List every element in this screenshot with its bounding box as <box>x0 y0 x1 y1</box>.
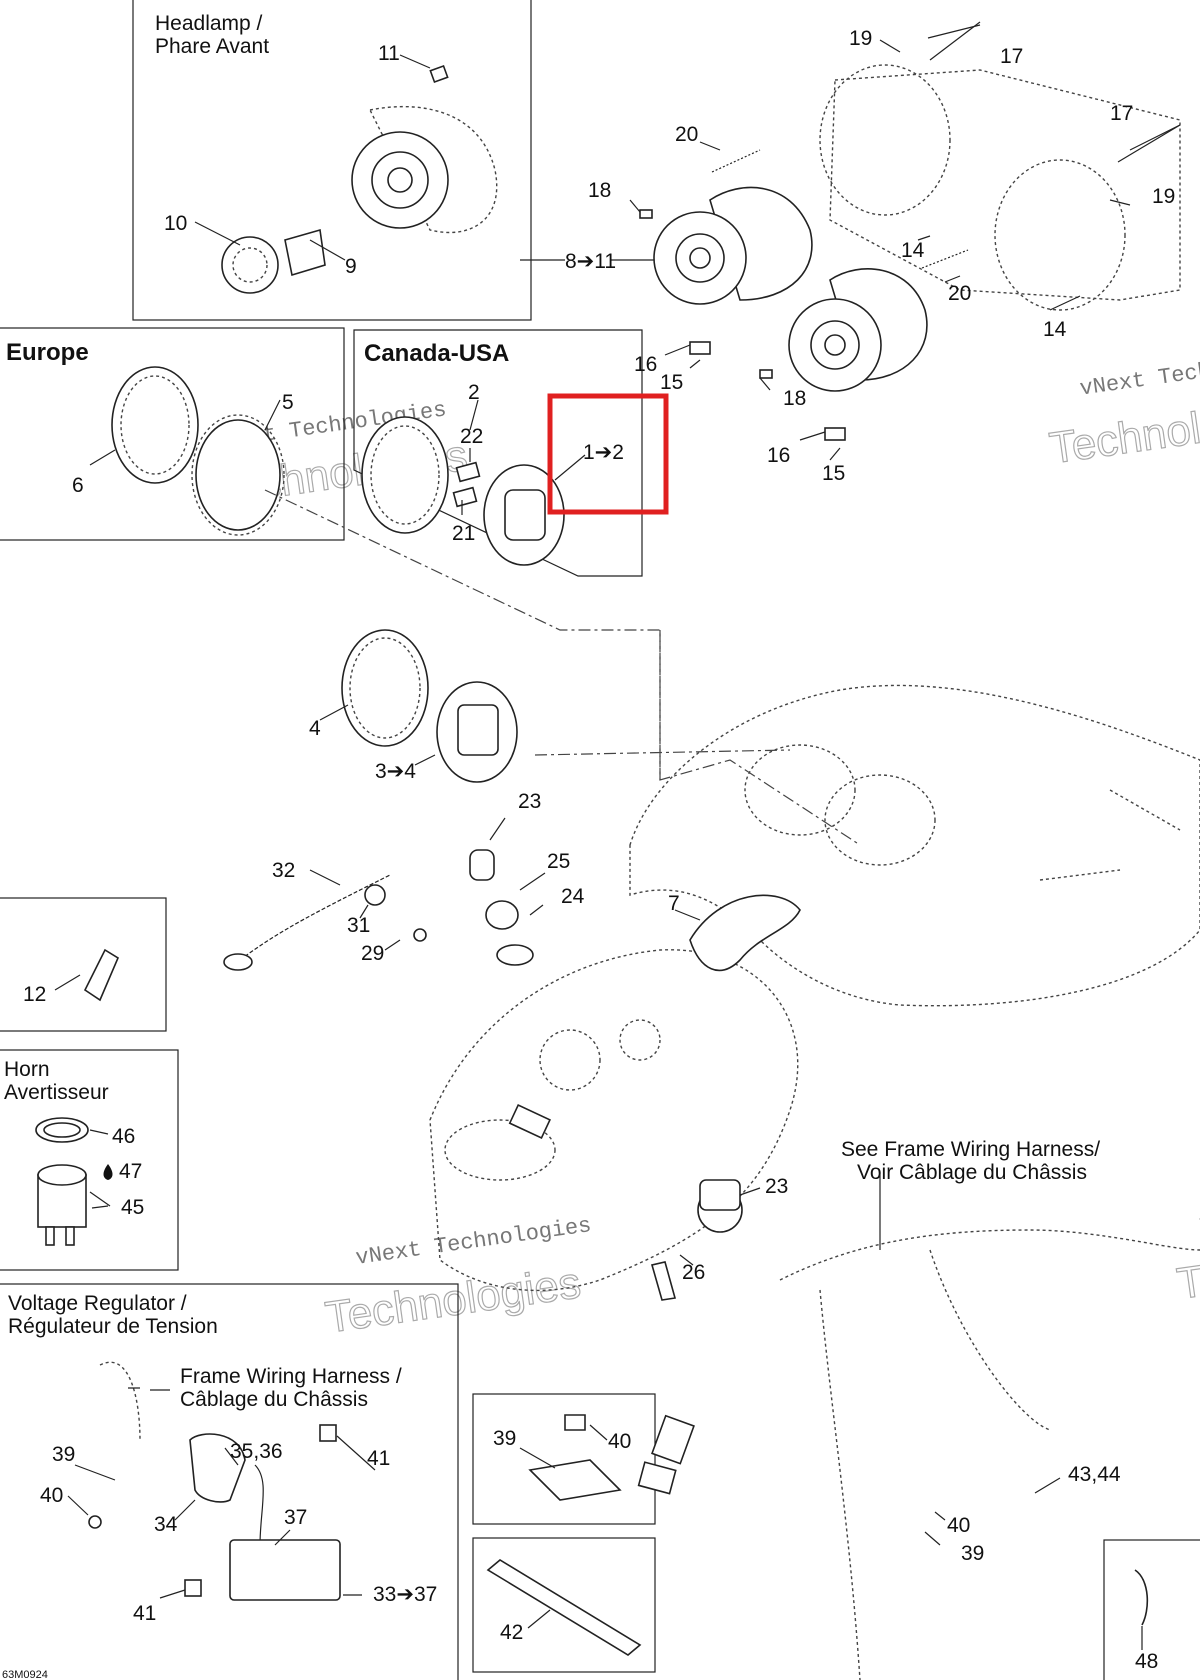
part-12-box <box>0 897 167 1032</box>
watermark-group: Technologies vNext Technologies Technolo… <box>209 344 1200 1343</box>
part-48-box <box>1103 1539 1200 1680</box>
voltage-regulator-title-line1: Voltage Regulator / <box>8 1292 187 1315</box>
callout-41-a: 41 <box>367 1447 390 1470</box>
frame-harness-note-line2: Voir Câblage du Châssis <box>857 1161 1087 1184</box>
frame-harness-box-note-line2: Câblage du Châssis <box>180 1388 368 1411</box>
watermark-technologies-3: Technologies <box>1047 389 1200 473</box>
callout-21: 21 <box>452 522 475 545</box>
part-39-40-box <box>472 1393 656 1525</box>
drawing-code: 63M0924 <box>2 1669 48 1680</box>
frame-harness-note-line1: See Frame Wiring Harness/ <box>841 1138 1100 1161</box>
headlamp-title-line1: Headlamp / <box>155 12 263 35</box>
callout-47: 47 <box>119 1160 142 1183</box>
callout-23-a: 23 <box>518 790 541 813</box>
drop-icon <box>103 1164 113 1180</box>
callout-15-a: 15 <box>660 371 683 394</box>
part-39-40 <box>528 1414 622 1501</box>
callout-41-b: 41 <box>133 1602 156 1625</box>
callout-39-a: 39 <box>52 1443 75 1466</box>
callout-19-b: 19 <box>1152 185 1175 208</box>
callout-33-37: 33➔37 <box>373 1583 437 1606</box>
callout-1-2: 1➔2 <box>583 441 624 464</box>
callouts: 11 10 9 8➔11 19 17 17 19 20 18 14 20 14 … <box>23 27 1175 1673</box>
callout-25: 25 <box>547 850 570 873</box>
voltage-regulator-title-line2: Régulateur de Tension <box>8 1315 218 1338</box>
headlamp-box <box>132 0 532 321</box>
europe-title: Europe <box>6 339 89 366</box>
callout-31: 31 <box>347 914 370 937</box>
callout-7: 7 <box>668 892 680 915</box>
callout-17-a: 17 <box>1000 45 1023 68</box>
part-42-box <box>472 1537 656 1673</box>
callout-20-b: 20 <box>948 282 971 305</box>
headlamp-title-line2: Phare Avant <box>155 35 269 58</box>
callout-40-a: 40 <box>40 1484 63 1507</box>
highlight-box <box>547 393 669 515</box>
europe-parts <box>111 366 285 536</box>
callout-11-top: 11 <box>378 42 400 65</box>
callout-32: 32 <box>272 859 295 882</box>
callout-12: 12 <box>23 983 46 1006</box>
callout-20-a: 20 <box>675 123 698 146</box>
harness-parts <box>508 1103 1200 1680</box>
callout-40-c: 40 <box>947 1514 970 1537</box>
callout-26: 26 <box>682 1261 705 1284</box>
gauge-parts <box>341 629 518 783</box>
part-12-clip <box>83 948 120 1002</box>
callout-16-a: 16 <box>634 353 657 376</box>
callout-42: 42 <box>500 1621 523 1644</box>
horn-title-line1: Horn <box>4 1058 50 1081</box>
europe-box <box>0 327 345 541</box>
callout-48: 48 <box>1135 1650 1158 1673</box>
voltage-regulator-parts <box>88 1361 341 1601</box>
canada-usa-box <box>353 329 643 577</box>
canada-usa-title: Canada-USA <box>364 340 509 367</box>
callout-17-b: 17 <box>1110 102 1133 125</box>
callout-9: 9 <box>345 255 357 278</box>
callout-2: 2 <box>468 381 480 404</box>
part-48-tie <box>1134 1569 1149 1626</box>
callout-18-b: 18 <box>783 387 806 410</box>
callout-4: 4 <box>309 717 321 740</box>
watermark-technologies-2: Technologies <box>322 1258 583 1342</box>
headlamp-detail <box>221 64 498 294</box>
callout-35-36: 35,36 <box>230 1440 283 1463</box>
callout-24: 24 <box>561 885 585 908</box>
callout-3-4: 3➔4 <box>375 760 416 783</box>
callout-37: 37 <box>284 1506 307 1529</box>
headlamp-assembly <box>639 21 1181 441</box>
center-parts <box>223 849 801 1301</box>
callout-14-b: 14 <box>1043 318 1067 341</box>
callout-8-11: 8➔11 <box>565 250 616 273</box>
callout-46: 46 <box>112 1125 135 1148</box>
horn-parts <box>35 1117 113 1246</box>
callout-34: 34 <box>154 1513 178 1536</box>
callout-22: 22 <box>460 425 483 448</box>
watermark-text-3: vNext Technologies <box>1078 344 1200 402</box>
callout-6: 6 <box>72 474 84 497</box>
frame-harness-box-note-line1: Frame Wiring Harness / <box>180 1365 402 1388</box>
voltage-regulator-box <box>0 1283 459 1680</box>
horn-title-line2: Avertisseur <box>4 1081 109 1104</box>
callout-10: 10 <box>164 212 187 235</box>
callout-39-b: 39 <box>493 1427 516 1450</box>
callout-14-a: 14 <box>901 239 925 262</box>
callout-23-b: 23 <box>765 1175 788 1198</box>
fairing-outline <box>429 684 1200 1292</box>
callout-5: 5 <box>282 391 294 414</box>
callout-45: 45 <box>121 1196 144 1219</box>
callout-40-b: 40 <box>608 1430 631 1453</box>
part-42-tube <box>486 1559 642 1656</box>
callout-29: 29 <box>361 942 384 965</box>
watermark-technologies-4: Technologies <box>1174 1224 1200 1308</box>
callout-18-a: 18 <box>588 179 611 202</box>
callout-39-c: 39 <box>961 1542 984 1565</box>
callout-19-a: 19 <box>849 27 872 50</box>
canada-usa-parts <box>361 416 565 566</box>
horn-box <box>0 1049 179 1271</box>
callout-15-b: 15 <box>822 462 845 485</box>
callout-43-44: 43,44 <box>1068 1463 1121 1486</box>
callout-16-b: 16 <box>767 444 790 467</box>
